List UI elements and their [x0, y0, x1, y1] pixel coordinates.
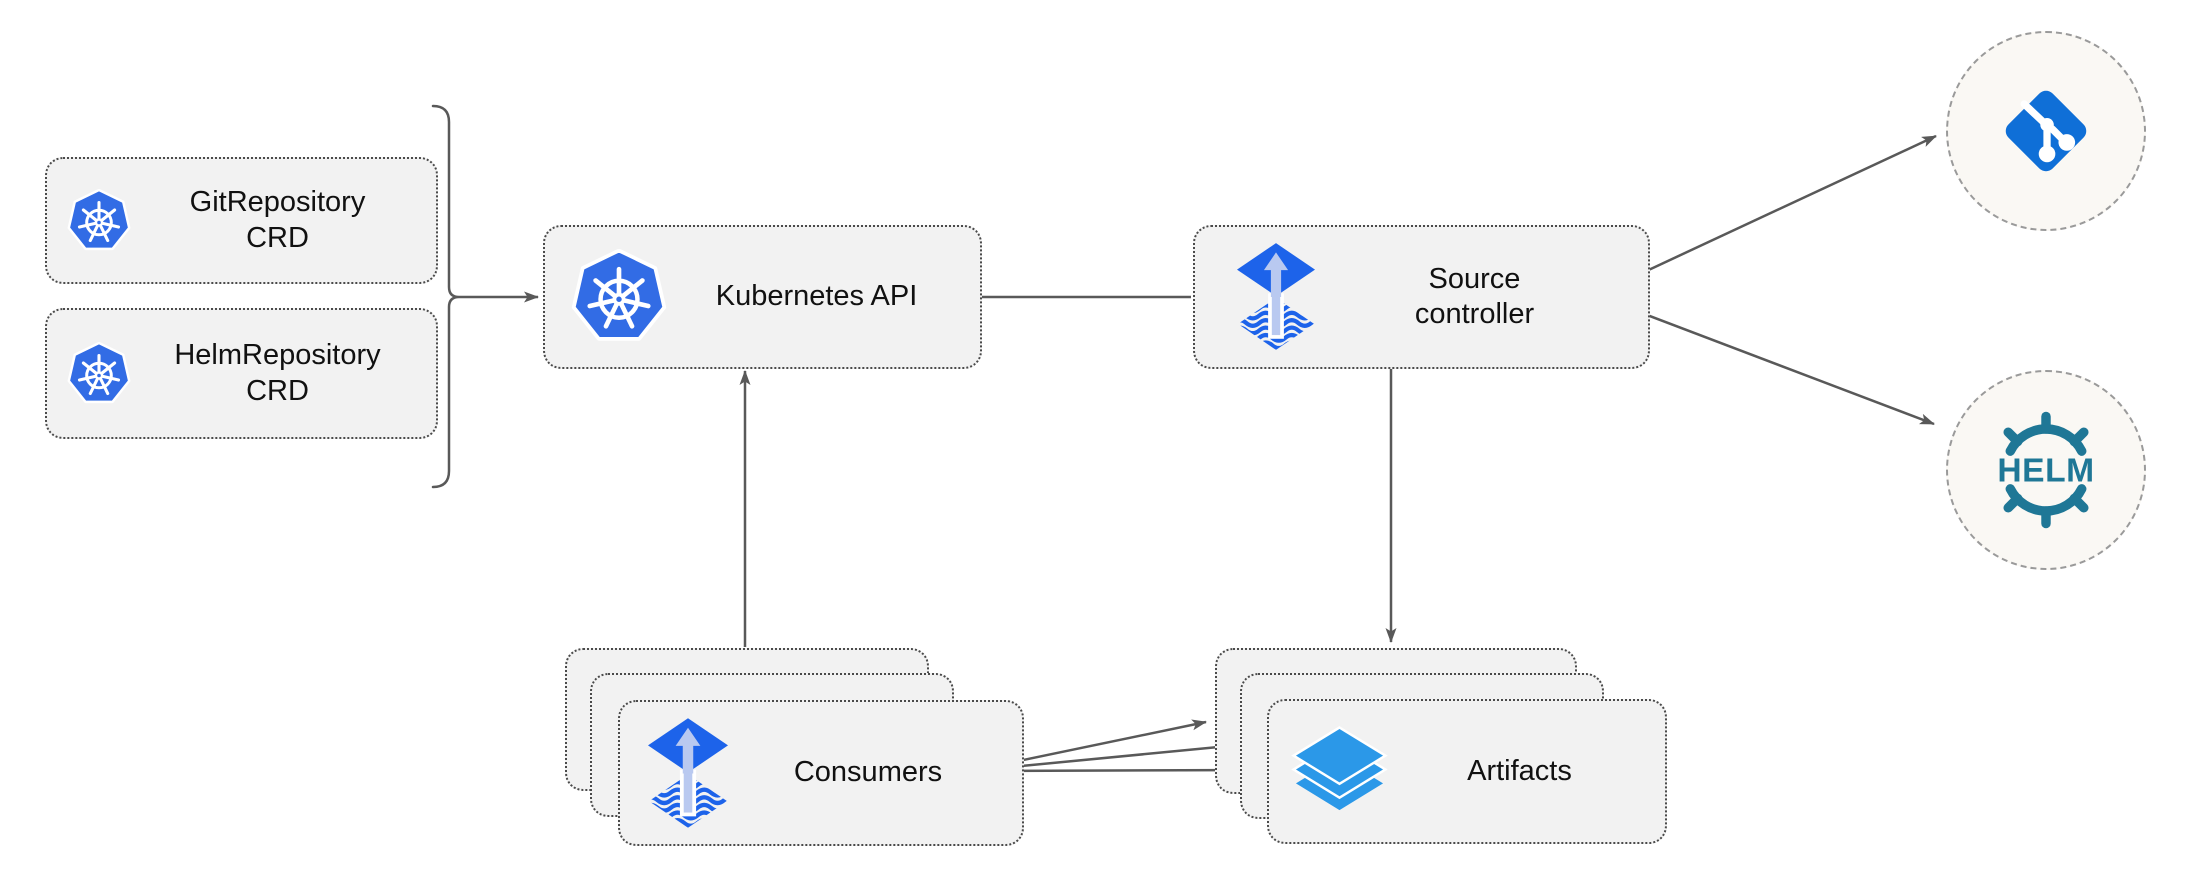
helm-wordmark: HELM [1997, 453, 2094, 490]
node-label: Kubernetes API [715, 280, 918, 313]
node-gitrepository-crd: GitRepository CRD [45, 157, 438, 284]
node-artifacts: Artifacts [1267, 699, 1667, 844]
node-source-controller: Source controller [1193, 225, 1650, 369]
node-label: Consumers [793, 756, 943, 789]
helm-icon: HELM [1983, 407, 2109, 533]
node-label: Artifacts [1467, 754, 1572, 787]
node-label: HelmRepository CRD [174, 339, 381, 407]
node-helm-repository: HELM [1946, 370, 2146, 570]
kubernetes-icon [67, 341, 131, 406]
git-icon [1994, 79, 2098, 183]
arrow-source-to-helm [1596, 294, 1935, 426]
node-label: GitRepository CRD [189, 186, 366, 254]
crd-group-brace [431, 104, 460, 489]
artifacts-stack: Artifacts [1215, 648, 1667, 844]
kubernetes-icon [67, 188, 131, 253]
flux-icon [1237, 243, 1315, 351]
arrow-consumers-to-artifacts-3 [979, 764, 1261, 776]
node-label: Source controller [1414, 262, 1535, 330]
layers-icon [1291, 723, 1388, 820]
node-helmrepository-crd: HelmRepository CRD [45, 308, 438, 439]
flux-icon [648, 717, 728, 829]
arrow-source-to-git [1596, 134, 1937, 296]
node-kubernetes-api: Kubernetes API [543, 225, 982, 369]
node-git-repository [1946, 31, 2146, 231]
kubernetes-icon [571, 249, 667, 345]
consumers-stack: Consumers [565, 648, 1024, 846]
node-consumers: Consumers [618, 700, 1024, 846]
